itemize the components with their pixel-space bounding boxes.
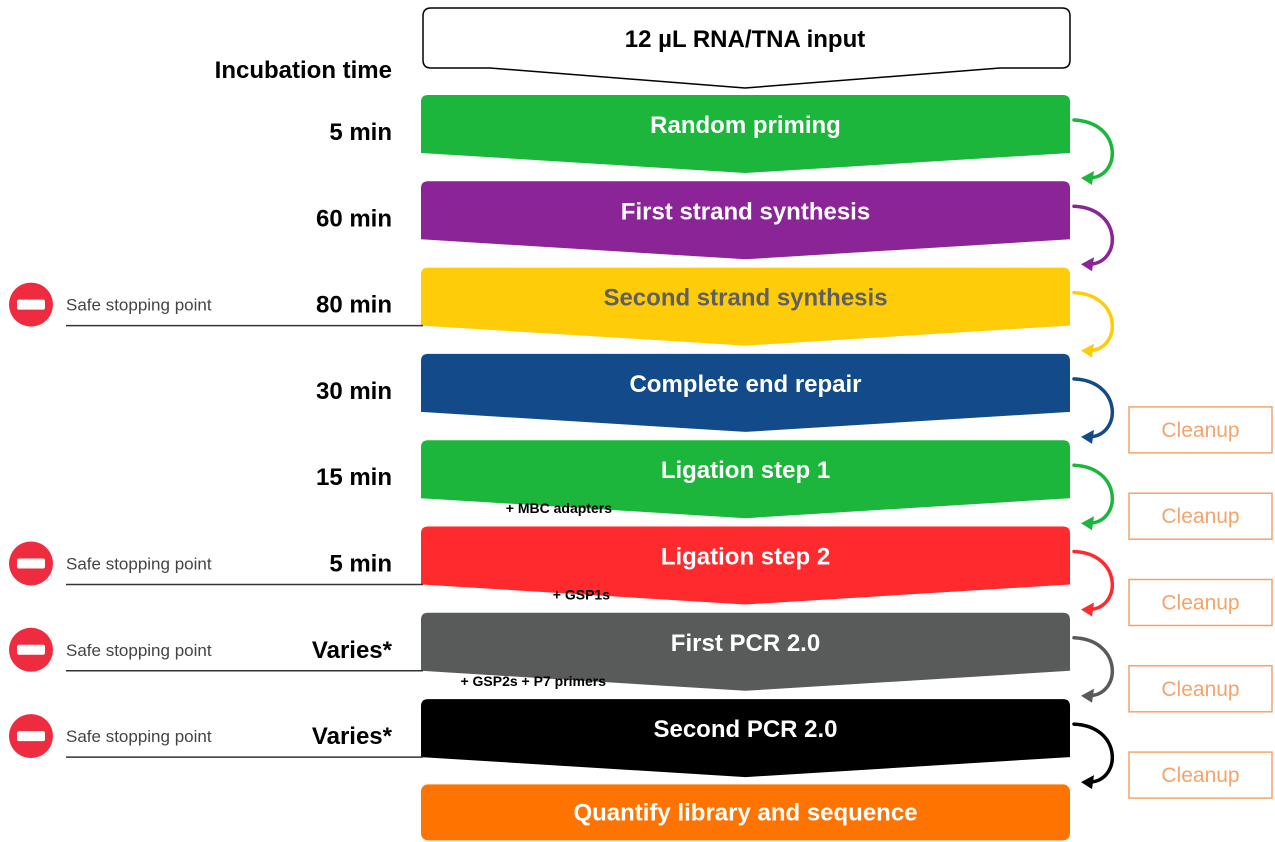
input-box: 12 µL RNA/TNA input	[422, 7, 1071, 89]
cleanup-box: Cleanup	[1128, 406, 1273, 454]
step-quantify-library-and-sequence: Quantify library and sequence	[421, 784, 1070, 841]
step-shape	[421, 440, 1070, 519]
incubation-time-header: Incubation time	[215, 57, 392, 84]
transition-arrow-icon	[1072, 463, 1114, 531]
safe-stopping-point-label: Safe stopping point	[66, 555, 212, 574]
transition-arrow-icon	[1072, 204, 1114, 272]
transition-arrow-icon	[1072, 118, 1114, 185]
safe-stopping-point: Safe stopping point	[9, 714, 423, 759]
step-second-strand-synthesis: Second strand synthesis 80 min	[316, 267, 1070, 346]
cleanup-label: Cleanup	[1161, 764, 1239, 787]
arrow-curve	[1072, 204, 1114, 267]
stop-icon-bar	[17, 644, 45, 655]
transition-arrow-icon	[1072, 290, 1114, 358]
step-shape	[421, 181, 1070, 260]
arrow-curve	[1072, 549, 1114, 612]
arrow-head	[1081, 257, 1094, 272]
arrow-head	[1081, 602, 1094, 617]
stop-icon-bar	[17, 558, 45, 569]
final-step-shape	[421, 784, 1070, 841]
step-random-priming: Random priming 5 min	[329, 95, 1070, 173]
step-second-pcr-2-0: Second PCR 2.0 Varies*	[312, 699, 1070, 778]
arrow-head	[1081, 688, 1094, 703]
arrow-curve	[1072, 377, 1114, 439]
safe-stopping-point: Safe stopping point	[9, 282, 423, 327]
incubation-time: 60 min	[316, 205, 392, 232]
final-step-label: Quantify library and sequence	[573, 799, 917, 826]
step-label: First strand synthesis	[621, 198, 870, 225]
safe-stopping-point-label: Safe stopping point	[66, 296, 212, 315]
incubation-time: 5 min	[329, 551, 392, 578]
cleanup-label: Cleanup	[1161, 419, 1239, 442]
step-label: Random priming	[650, 112, 841, 139]
cleanup-box: Cleanup	[1128, 492, 1273, 540]
step-shape	[421, 95, 1070, 173]
step-shape	[421, 612, 1070, 691]
arrow-curve	[1072, 118, 1114, 180]
step-first-pcr-2-0: First PCR 2.0 Varies*	[312, 612, 1070, 691]
cleanup-label: Cleanup	[1161, 592, 1239, 615]
incubation-time: 30 min	[316, 378, 392, 405]
transition-arrow-icon	[1072, 722, 1114, 790]
step-label: First PCR 2.0	[671, 630, 820, 657]
step-label: Second PCR 2.0	[653, 716, 837, 743]
safe-stopping-point-label: Safe stopping point	[66, 727, 212, 746]
incubation-time: 80 min	[316, 292, 392, 319]
arrow-curve	[1072, 290, 1114, 353]
cleanup-box: Cleanup	[1128, 751, 1273, 799]
cleanup-box: Cleanup	[1128, 665, 1273, 713]
input-box-label: 12 µL RNA/TNA input	[625, 26, 866, 53]
safe-stopping-point: Safe stopping point	[9, 541, 423, 586]
step-complete-end-repair: Complete end repair 30 min	[316, 353, 1070, 432]
step-shape	[421, 699, 1070, 778]
arrow-head	[1081, 516, 1094, 531]
step-shape	[421, 526, 1070, 605]
cleanup-box-border	[1128, 578, 1273, 627]
arrow-head	[1081, 775, 1094, 790]
incubation-time: Varies*	[312, 723, 393, 750]
step-ligation-step-1: Ligation step 1 15 min	[316, 440, 1070, 519]
step-shape	[421, 353, 1070, 432]
cleanup-label: Cleanup	[1161, 505, 1239, 528]
cleanup-box: Cleanup	[1128, 578, 1273, 627]
arrow-curve	[1072, 722, 1114, 784]
transition-arrow-icon	[1072, 636, 1114, 703]
stop-icon-bar	[17, 731, 45, 742]
safe-stopping-point: Safe stopping point	[9, 627, 423, 672]
step-ligation-step-2: Ligation step 2 5 min	[329, 526, 1070, 605]
step-shape	[421, 267, 1070, 346]
input-box-shape	[422, 7, 1071, 89]
arrow-head	[1081, 343, 1094, 358]
reagent-addition: + GSP2s + P7 primers	[460, 673, 606, 689]
step-label: Ligation step 1	[661, 457, 830, 484]
cleanup-label: Cleanup	[1161, 678, 1239, 701]
transition-arrow-icon	[1072, 377, 1114, 444]
stop-icon-bar	[17, 299, 45, 310]
cleanup-box-border	[1128, 751, 1273, 799]
safe-stopping-point-label: Safe stopping point	[66, 641, 212, 660]
step-first-strand-synthesis: First strand synthesis 60 min	[316, 181, 1070, 260]
incubation-time: Varies*	[312, 637, 393, 664]
cleanup-box-border	[1128, 492, 1273, 540]
step-label: Complete end repair	[629, 371, 861, 398]
arrow-head	[1081, 171, 1094, 185]
arrow-head	[1081, 429, 1094, 444]
step-label: Ligation step 2	[661, 544, 830, 571]
transition-arrow-icon	[1072, 549, 1114, 617]
cleanup-box-border	[1128, 665, 1273, 713]
reagent-addition: + GSP1s	[553, 587, 610, 603]
cleanup-box-border	[1128, 406, 1273, 454]
incubation-time: 15 min	[316, 464, 392, 491]
step-label: Second strand synthesis	[603, 285, 887, 312]
reagent-addition: + MBC adapters	[506, 500, 612, 516]
arrow-curve	[1072, 463, 1114, 525]
incubation-time: 5 min	[329, 119, 392, 146]
arrow-curve	[1072, 636, 1114, 698]
